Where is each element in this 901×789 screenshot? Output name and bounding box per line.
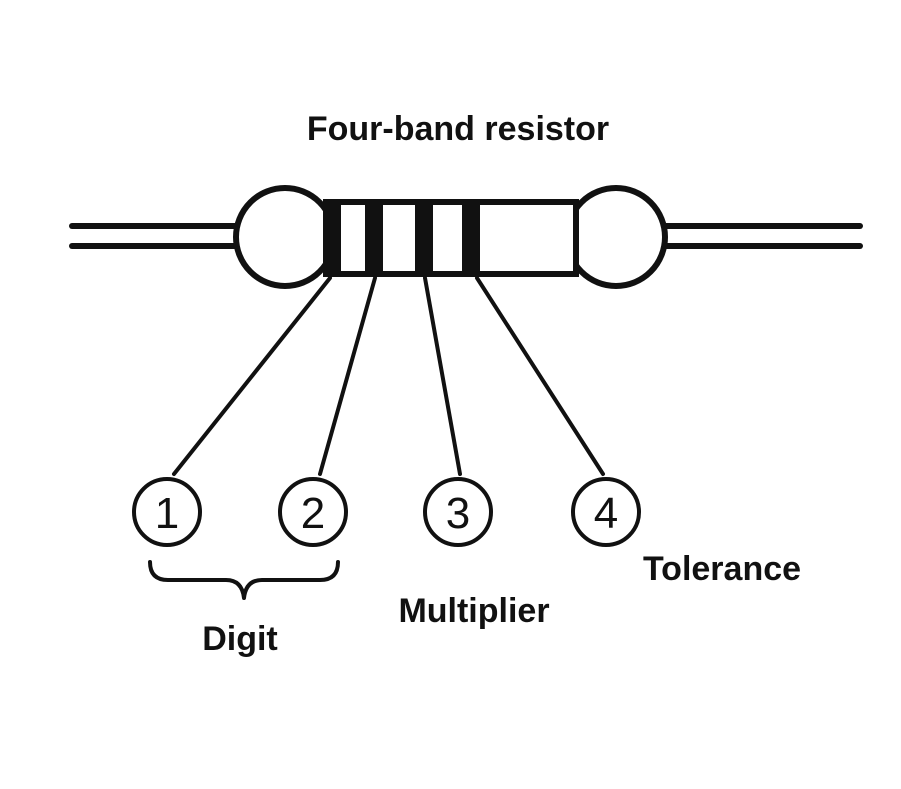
right-lead-wire xyxy=(661,223,863,249)
leader-line-2 xyxy=(318,276,377,476)
marker-circle xyxy=(423,477,493,547)
multiplier-label: Multiplier xyxy=(398,592,549,630)
band-marker-3: 3 xyxy=(423,477,493,547)
leader-line-3 xyxy=(423,276,462,476)
diagram-title: Four-band resistor xyxy=(307,110,609,148)
marker-circle xyxy=(571,477,641,547)
left-lead-wire xyxy=(69,223,241,249)
digit-brace xyxy=(148,560,340,600)
band-2 xyxy=(365,202,383,274)
band-marker-1: 1 xyxy=(132,477,202,547)
leader-line-4 xyxy=(475,276,605,476)
left-end-cap xyxy=(233,185,337,289)
marker-number: 2 xyxy=(301,489,325,538)
tolerance-label: Tolerance xyxy=(643,550,801,588)
band-marker-2: 2 xyxy=(278,477,348,547)
digit-label: Digit xyxy=(202,620,278,658)
band-4 xyxy=(462,202,480,274)
band-1 xyxy=(323,202,341,274)
marker-number: 4 xyxy=(594,489,618,538)
marker-number: 3 xyxy=(446,489,470,538)
marker-circle xyxy=(132,477,202,547)
resistor-body xyxy=(323,199,579,277)
right-end-cap xyxy=(564,185,668,289)
leader-line-1 xyxy=(172,276,332,476)
marker-circle xyxy=(278,477,348,547)
band-3 xyxy=(415,202,433,274)
band-marker-4: 4 xyxy=(571,477,641,547)
marker-number: 1 xyxy=(155,489,179,538)
